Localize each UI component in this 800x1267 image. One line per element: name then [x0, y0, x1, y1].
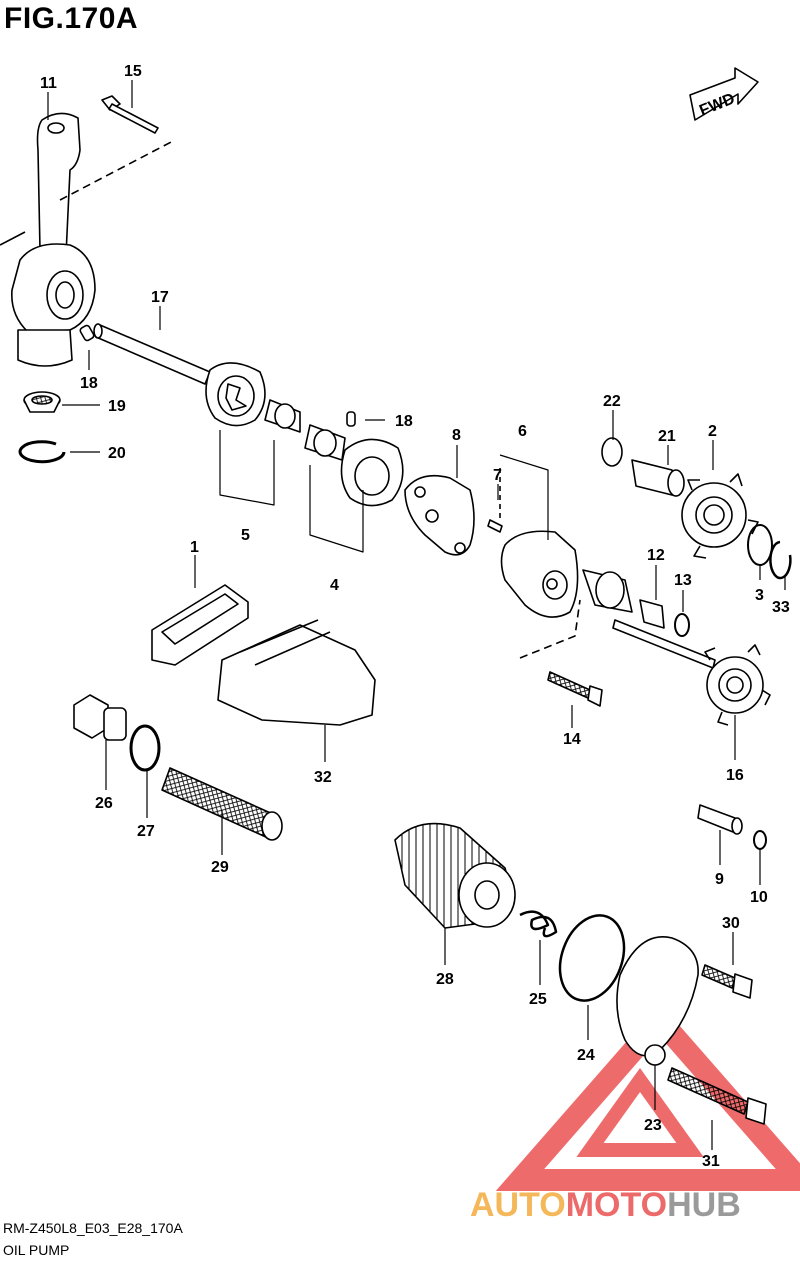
callout-26: 26	[95, 795, 113, 812]
dowel-pin-7	[487, 519, 503, 533]
drain-plug-26	[73, 694, 127, 741]
figure-title: FIG.170A	[4, 2, 139, 35]
callout-16: 16	[726, 767, 744, 784]
idler-shaft-21	[631, 459, 685, 497]
pump-shaft	[93, 323, 211, 385]
callout-31: 31	[702, 1153, 720, 1170]
callout-3: 3	[755, 587, 764, 604]
pump-cover-8	[404, 474, 475, 556]
footer-caption: OIL PUMP	[3, 1242, 70, 1258]
cover-32	[217, 619, 376, 726]
callout-23: 23	[644, 1117, 662, 1134]
watermark-auto: AUTO	[470, 1186, 566, 1224]
callout-12: 12	[647, 547, 665, 564]
filter-cap-23	[616, 936, 699, 1066]
callout-27: 27	[137, 823, 155, 840]
bolt-15	[101, 95, 159, 134]
callout-17: 17	[151, 289, 169, 306]
fitting-9	[697, 804, 743, 835]
bolt-30	[701, 964, 753, 999]
callout-21: 21	[658, 428, 676, 445]
callout-14: 14	[563, 731, 581, 748]
callout-18a: 18	[80, 375, 98, 392]
washer-3	[747, 524, 773, 566]
oil-filter-28	[394, 822, 516, 929]
callout-15: 15	[124, 63, 142, 80]
outer-rotor-5	[205, 362, 266, 427]
callout-20: 20	[108, 445, 126, 462]
callout-29: 29	[211, 859, 229, 876]
callout-1: 1	[190, 539, 199, 556]
callout-5: 5	[241, 527, 250, 544]
bolt-31	[667, 1067, 767, 1125]
callout-33: 33	[772, 599, 790, 616]
watermark-hub: HUB	[667, 1186, 741, 1224]
footer-code: RM-Z450L8_E03_E28_170A	[3, 1220, 183, 1236]
o-ring-13	[674, 613, 690, 637]
callout-7: 7	[493, 467, 502, 484]
washer-27	[129, 724, 161, 772]
collar-12	[639, 599, 665, 629]
oil-strainer-pipe	[0, 112, 96, 367]
o-ring-24	[558, 914, 626, 1002]
pump-body-6	[500, 530, 633, 618]
pin-18b	[346, 411, 356, 427]
driven-gear-16	[612, 619, 771, 726]
inner-rotor-4	[304, 424, 346, 461]
watermark-logo: AUTOMOTOHUB	[470, 1186, 741, 1225]
callout-22: 22	[603, 393, 621, 410]
leader-lines	[47, 80, 786, 1150]
callout-6: 6	[518, 423, 527, 440]
washer-22	[601, 437, 623, 467]
circlip-20	[18, 440, 66, 464]
circlip-33	[769, 540, 792, 580]
callout-25: 25	[529, 991, 547, 1008]
callout-11: 11	[40, 75, 57, 92]
callout-numbers: 11 15 17 18 19 20 18 5 4 1 8 7 6 22 21 2…	[40, 63, 790, 1170]
callout-13: 13	[674, 572, 692, 589]
strainer-screen	[23, 391, 61, 413]
inner-rotor-5	[264, 399, 301, 433]
gasket-1	[151, 584, 249, 666]
callout-30: 30	[722, 915, 740, 932]
callout-28: 28	[436, 971, 454, 988]
callout-10: 10	[750, 889, 768, 906]
outer-rotor-4	[340, 438, 404, 507]
fwd-arrow-icon: FWD	[689, 67, 759, 121]
callout-32: 32	[314, 769, 332, 786]
spring-25	[519, 910, 558, 938]
pin-18a	[79, 324, 95, 342]
callout-19: 19	[108, 398, 126, 415]
idler-gear-2	[681, 473, 759, 559]
callout-2: 2	[708, 423, 717, 440]
callout-4: 4	[330, 577, 339, 594]
callout-9: 9	[715, 871, 724, 888]
bolt-14	[547, 671, 603, 707]
callout-18b: 18	[395, 413, 413, 430]
o-ring-10	[753, 830, 767, 850]
callout-8: 8	[452, 427, 461, 444]
watermark-moto: MOTO	[565, 1186, 668, 1224]
callout-24: 24	[577, 1047, 595, 1064]
oil-screen-29	[161, 767, 283, 841]
